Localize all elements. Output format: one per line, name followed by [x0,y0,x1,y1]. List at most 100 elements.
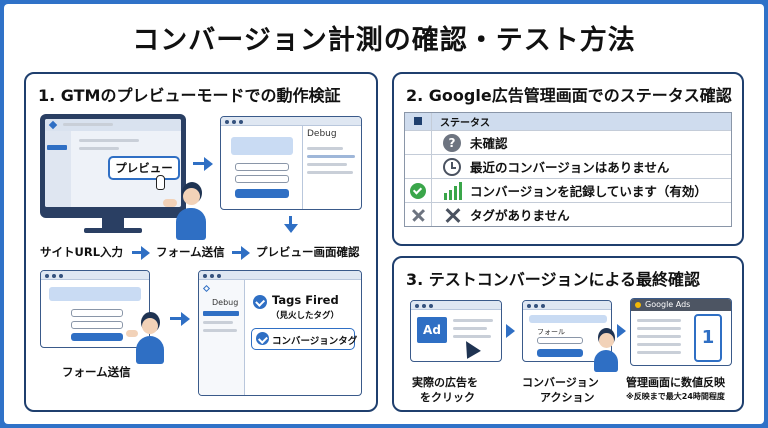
section-3-title: 3. テストコンバージョンによる最終確認 [406,270,700,289]
clock-icon [440,157,464,177]
form-submit-label: フォーム送信 [62,365,131,379]
status-no-recent: 最近のコンバージョンはありません [470,160,670,175]
debug-line [307,147,343,150]
check-icon [253,295,267,309]
cursor-hand-icon [156,175,165,190]
google-ads-window: Google Ads [630,298,732,366]
status-table: ステータス ? 未確認 最近のコンバージョンはありません コンバージョンを記録し… [404,112,732,227]
ads-row-line [637,327,681,330]
section-gtm-preview: 1. GTMのプレビューモードでの動作検証 プレビュー Debug [24,72,378,412]
person-body [176,208,206,240]
header-square-icon [414,117,422,125]
hero-placeholder [49,287,141,301]
debug-label: Debug [307,129,337,139]
form-field [235,175,289,183]
table-row: タグがありません [405,202,731,226]
submit-button-mock [235,189,289,198]
flow-step-form: フォーム送信 [156,245,225,259]
content-line [79,139,139,142]
preview-button[interactable]: プレビュー [108,156,180,180]
form-field [537,337,583,344]
person-hand [163,199,177,207]
debug-sidebar-selected [203,311,239,316]
hero-placeholder [231,137,293,155]
flow-arrow [132,251,142,254]
flow-step-url: サイトURL入力 [40,245,124,259]
table-row: 最近のコンバージョンはありません [405,154,731,178]
step-reflect-line1: 管理画面に数値反映 [626,376,725,389]
form-field [71,309,123,317]
section-ads-status: 2. Google広告管理画面でのステータス確認 ステータス ? 未確認 最近の… [392,72,744,246]
conversion-tag-chip[interactable] [251,328,355,350]
person-body [136,336,164,364]
ad-badge: Ad [417,317,447,343]
ads-row-line [637,335,681,338]
content-line [79,147,119,150]
section-2-title: 2. Google広告管理画面でのステータス確認 [406,86,732,105]
browser-bar [45,119,181,131]
step-ad-click-line1: 実際の広告を [412,376,478,389]
arrow-right-head [506,324,515,338]
flow-arrow-head [141,245,150,260]
step-conversion-line2: アクション [540,391,595,404]
browser-url-line [63,123,113,126]
conversion-tag-label: コンバージョンタグ [272,336,358,347]
section-test-conversion: 3. テストコンバージョンによる最終確認 Ad フォール Google Ads … [392,256,744,412]
section-1-title: 1. GTMのプレビューモードでの動作検証 [38,86,341,105]
debug-label: Debug [212,298,239,307]
ad-text-line [453,335,491,338]
google-ads-label: Google Ads [645,300,691,309]
form-label: フォール [537,328,565,336]
person-face [142,318,158,334]
arrow-right-head [181,311,190,326]
ad-text-line [453,327,487,330]
debug-line [203,321,233,324]
flow-arrow [232,251,242,254]
status-recording: コンバージョンを記録しています（有効） [470,184,707,199]
check-icon-green [410,183,426,199]
ads-row-line [637,351,681,354]
google-ads-header [631,299,731,311]
monitor-base [84,228,142,233]
debug-line [203,329,237,332]
step-reflect-note: ※反映まで最大24時間程度 [626,392,725,401]
arrow-right-head [617,324,626,338]
debug-line [307,163,347,166]
arrow-down-head [283,224,298,233]
debug-window: Debug [220,116,362,210]
check-icon [256,332,269,345]
table-header-status: ステータス [440,118,490,129]
conversion-form-window: フォール [522,300,612,362]
ads-row-line [637,319,681,322]
hero-placeholder [529,315,607,323]
table-row: ? 未確認 [405,130,731,154]
ad-window: Ad [410,300,502,362]
person-hand [126,330,138,337]
chart-up-icon [440,181,464,201]
debug-window-tags: Debug Tags Fired （見火したタグ） コンバージョンタグ [198,270,362,396]
page-title: コンバージョン計測の確認・テスト方法 [132,25,636,56]
status-no-tag: タグがありません [470,208,570,223]
status-unverified: 未確認 [470,136,508,151]
tools-icon [440,205,464,225]
sidebar-panel [45,131,71,207]
person-face [183,188,200,205]
conversion-counter: 1 [694,314,722,362]
arrow-right [193,162,205,165]
sidebar-selected-item [47,145,67,150]
arrow-right-head [204,156,213,171]
person-body [594,350,618,372]
debug-sidebar [199,280,245,395]
form-field [235,163,289,171]
person-face [599,333,614,348]
google-ads-logo-icon [635,302,641,308]
ad-text-line [453,319,493,322]
question-icon: ? [440,133,464,153]
table-row: コンバージョンを記録しています（有効） [405,178,731,202]
arrow-right [170,317,182,320]
table-header-row: ステータス [405,113,731,130]
step-ad-click-line2: をクリック [420,391,475,404]
page-preview-area [221,126,303,209]
step-conversion-line1: コンバージョン [522,376,599,389]
tags-fired-sub: （見火したタグ） [271,311,340,321]
